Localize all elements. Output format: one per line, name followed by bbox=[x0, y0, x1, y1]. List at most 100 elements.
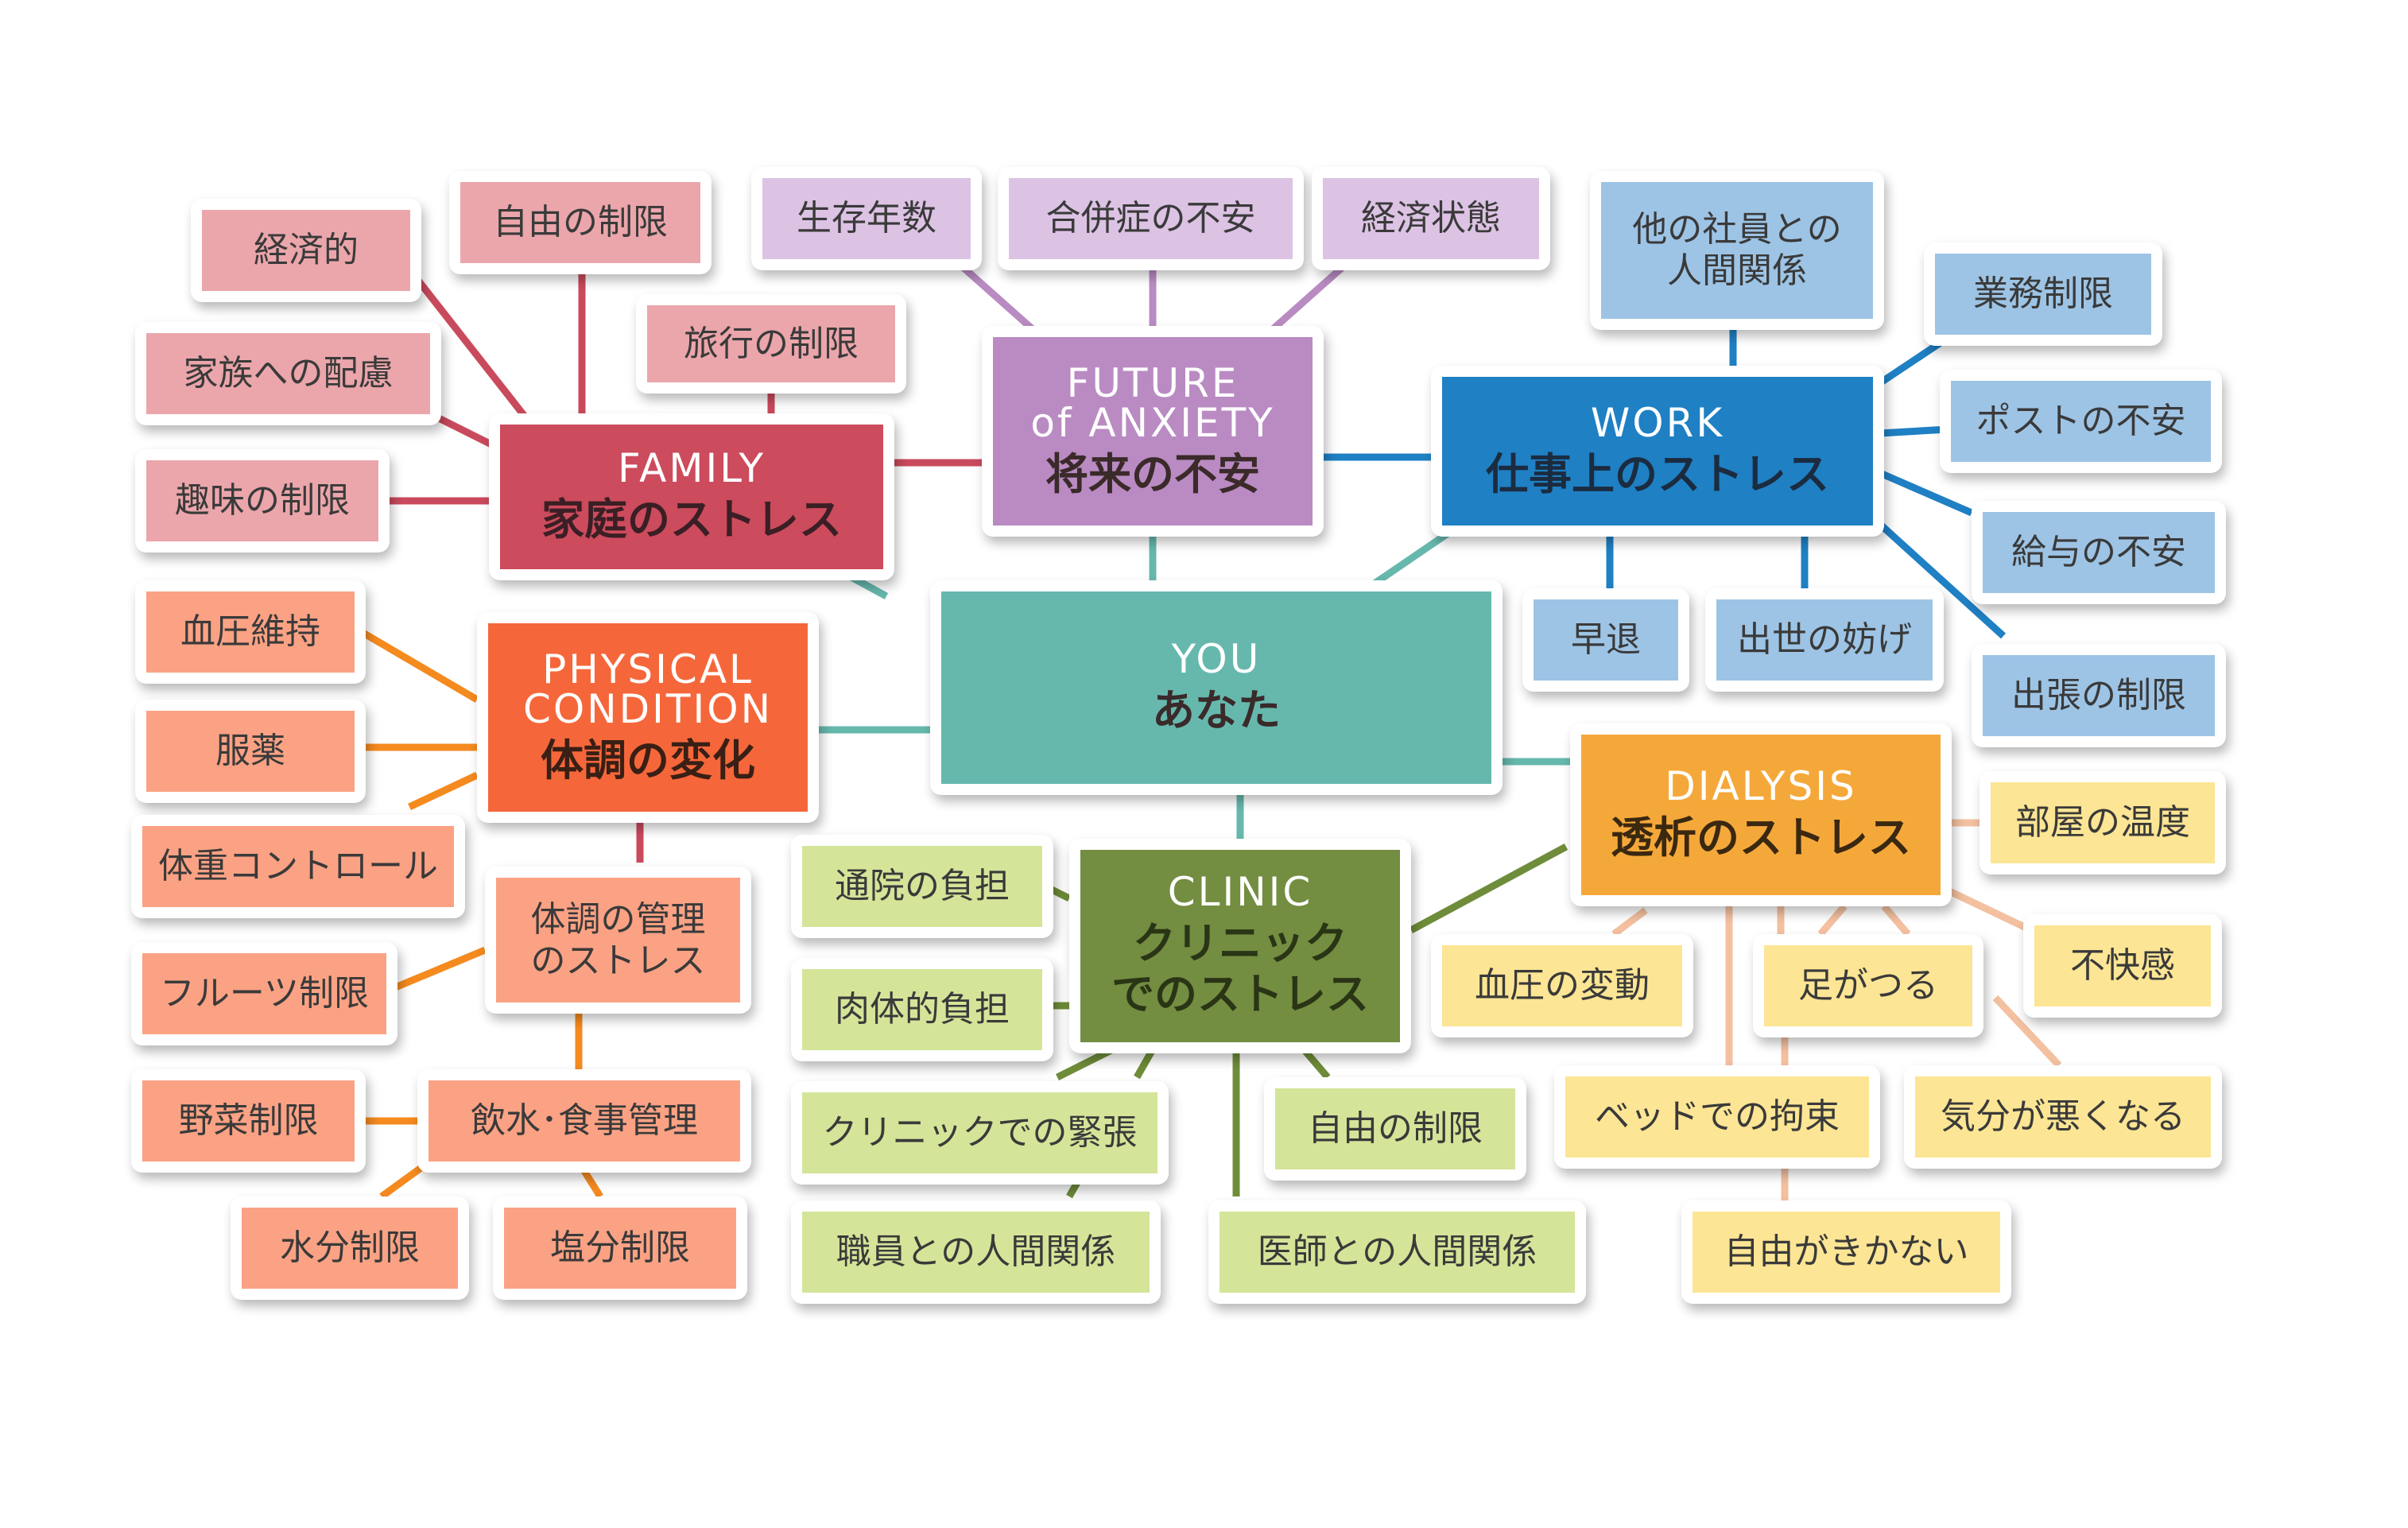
leaf-physical-taijuu: 体重コントロール bbox=[131, 815, 465, 918]
leaf-dialysis-fukai: 不快感 bbox=[2023, 914, 2222, 1018]
leaf-physical-ketsuatsu: 血圧維持 bbox=[135, 580, 366, 684]
leaf-clinic-ishi: 医師との人間関係 bbox=[1208, 1200, 1586, 1304]
leaf-anxiety-seizon: 生存年数 bbox=[751, 167, 982, 270]
leaf-work-shain: 他の社員との 人間関係 bbox=[1590, 171, 1884, 330]
leaf-clinic-tsuuin: 通院の負担 bbox=[791, 835, 1053, 938]
hub-anxiety-en2: of ANXIETY bbox=[1030, 399, 1275, 446]
connector bbox=[359, 629, 479, 703]
leaf-family-shumi-label: 趣味の制限 bbox=[146, 460, 378, 541]
leaf-physical-fukuyaku-label: 服薬 bbox=[146, 711, 355, 792]
leaf-physical-kanri-line2: のストレス bbox=[530, 940, 706, 981]
hub-dialysis-ja: 透析のストレス bbox=[1611, 812, 1911, 863]
connector bbox=[388, 946, 487, 994]
hub-dialysis: DIALYSIS 透析のストレス bbox=[1570, 723, 1952, 906]
connector bbox=[1879, 469, 1973, 517]
leaf-dialysis-bed-label: ベッドでの拘束 bbox=[1565, 1076, 1869, 1158]
leaf-work-shain-line1: 他の社員との bbox=[1632, 209, 1842, 250]
leaf-family-kazoku: 家族への配慮 bbox=[135, 322, 441, 425]
connector bbox=[1055, 1045, 1115, 1081]
leaf-work-soutai-label: 早退 bbox=[1534, 599, 1678, 681]
connector bbox=[1817, 904, 1848, 937]
connector bbox=[1270, 263, 1346, 333]
hub-physical-en2: CONDITION bbox=[523, 685, 773, 732]
hub-family: FAMILY 家庭のストレス bbox=[489, 413, 894, 580]
leaf-dialysis-heya-label: 部屋の温度 bbox=[1991, 782, 2215, 863]
leaf-work-kyuuyo-label: 給与の不安 bbox=[1983, 512, 2215, 593]
center-node-fill: YOU あなた bbox=[941, 591, 1491, 784]
leaf-dialysis-hendou-label: 血圧の変動 bbox=[1442, 945, 1682, 1026]
connector bbox=[379, 1162, 428, 1200]
leaf-clinic-kinchou-label: クリニックでの緊張 bbox=[802, 1092, 1157, 1173]
hub-physical-fill: PHYSICAL CONDITION 体調の変化 bbox=[488, 623, 808, 812]
leaf-physical-fruit: フルーツ制限 bbox=[131, 942, 397, 1045]
leaf-physical-enbun: 塩分制限 bbox=[493, 1196, 747, 1300]
hub-physical: PHYSICAL CONDITION 体調の変化 bbox=[477, 612, 819, 823]
connector bbox=[1992, 995, 2062, 1068]
hub-dialysis-fill: DIALYSIS 透析のストレス bbox=[1581, 735, 1941, 895]
leaf-clinic-nikutai: 肉体的負担 bbox=[791, 958, 1053, 1061]
leaf-work-gyoumu-label: 業務制限 bbox=[1935, 254, 2151, 335]
leaf-dialysis-jiyuu: 自由がきかない bbox=[1681, 1200, 2011, 1304]
leaf-family-shumi: 趣味の制限 bbox=[135, 449, 390, 553]
connector bbox=[1409, 844, 1568, 933]
leaf-dialysis-hendou: 血圧の変動 bbox=[1431, 934, 1693, 1037]
connector bbox=[1365, 525, 1457, 591]
center-label-ja: あなた bbox=[1152, 685, 1281, 736]
leaf-work-shain-box: 他の社員との 人間関係 bbox=[1601, 182, 1873, 319]
leaf-dialysis-kibun-label: 気分が悪くなる bbox=[1915, 1076, 2211, 1158]
hub-clinic-fill: CLINIC クリニック でのストレス bbox=[1080, 850, 1400, 1042]
leaf-clinic-ishi-label: 医師との人間関係 bbox=[1220, 1212, 1575, 1293]
hub-anxiety-en1: FUTURE bbox=[1066, 359, 1239, 406]
leaf-anxiety-keizai-label: 経済状態 bbox=[1323, 178, 1539, 259]
leaf-anxiety-keizai: 経済状態 bbox=[1312, 167, 1550, 270]
hub-work: WORK 仕事上のストレス bbox=[1431, 366, 1884, 537]
leaf-dialysis-ashi-label: 足がつる bbox=[1764, 945, 1972, 1026]
leaf-anxiety-seizon-label: 生存年数 bbox=[762, 178, 971, 259]
leaf-clinic-kinchou: クリニックでの緊張 bbox=[791, 1081, 1169, 1185]
hub-family-en: FAMILY bbox=[617, 445, 766, 492]
leaf-dialysis-ashi: 足がつる bbox=[1753, 934, 1983, 1037]
leaf-work-shain-line2: 人間関係 bbox=[1667, 250, 1807, 291]
center-node-you: YOU あなた bbox=[930, 580, 1503, 795]
center-label-en: YOU bbox=[1171, 636, 1262, 683]
connector bbox=[1873, 518, 2007, 639]
connector bbox=[1874, 335, 1950, 389]
hub-work-en: WORK bbox=[1590, 399, 1725, 446]
leaf-family-keizaiteki-label: 経済的 bbox=[202, 210, 410, 291]
leaf-clinic-shokuin: 職員との人間関係 bbox=[791, 1200, 1161, 1304]
leaf-work-shusse: 出世の妨げ bbox=[1705, 588, 1944, 692]
connector bbox=[960, 263, 1036, 333]
leaf-anxiety-gappei: 合併症の不安 bbox=[998, 167, 1304, 270]
hub-anxiety: FUTURE of ANXIETY 将来の不安 bbox=[982, 326, 1324, 537]
leaf-physical-ketsuatsu-label: 血圧維持 bbox=[146, 591, 355, 673]
leaf-family-jiyuu: 自由の制限 bbox=[449, 171, 712, 274]
connector bbox=[1879, 425, 1949, 437]
leaf-work-shucchou-label: 出張の制限 bbox=[1983, 655, 2215, 736]
leaf-dialysis-fukai-label: 不快感 bbox=[2034, 925, 2211, 1006]
leaf-physical-inshoku-label: 飲水･食事管理 bbox=[428, 1080, 740, 1162]
leaf-family-kazoku-label: 家族への配慮 bbox=[146, 333, 430, 414]
leaf-work-soutai: 早退 bbox=[1522, 588, 1689, 692]
hub-work-ja: 仕事上のストレス bbox=[1486, 448, 1829, 499]
connector bbox=[1134, 1047, 1156, 1080]
leaf-dialysis-jiyuu-label: 自由がきかない bbox=[1693, 1212, 2000, 1293]
hub-clinic-ja1: クリニック bbox=[1133, 918, 1347, 969]
hub-clinic-ja2: でのストレス bbox=[1111, 969, 1369, 1019]
leaf-clinic-shokuin-label: 職員との人間関係 bbox=[802, 1212, 1150, 1293]
hub-family-ja: 家庭のストレス bbox=[541, 494, 842, 545]
connector bbox=[1611, 907, 1648, 937]
leaf-physical-fruit-label: フルーツ制限 bbox=[142, 953, 386, 1034]
leaf-physical-enbun-label: 塩分制限 bbox=[504, 1208, 736, 1289]
leaf-physical-kanri-box: 体調の管理 のストレス bbox=[496, 878, 740, 1003]
hub-clinic-en: CLINIC bbox=[1167, 869, 1313, 916]
leaf-family-keizaiteki: 経済的 bbox=[191, 199, 421, 302]
leaf-family-ryokou: 旅行の制限 bbox=[636, 294, 906, 394]
connector bbox=[1881, 904, 1911, 937]
hub-family-fill: FAMILY 家庭のストレス bbox=[500, 425, 883, 569]
leaf-work-kyuuyo: 給与の不安 bbox=[1972, 501, 2226, 604]
leaf-work-gyoumu: 業務制限 bbox=[1924, 242, 2162, 346]
hub-physical-en1: PHYSICAL bbox=[542, 646, 754, 692]
leaf-work-post-label: ポストの不安 bbox=[1951, 381, 2211, 462]
